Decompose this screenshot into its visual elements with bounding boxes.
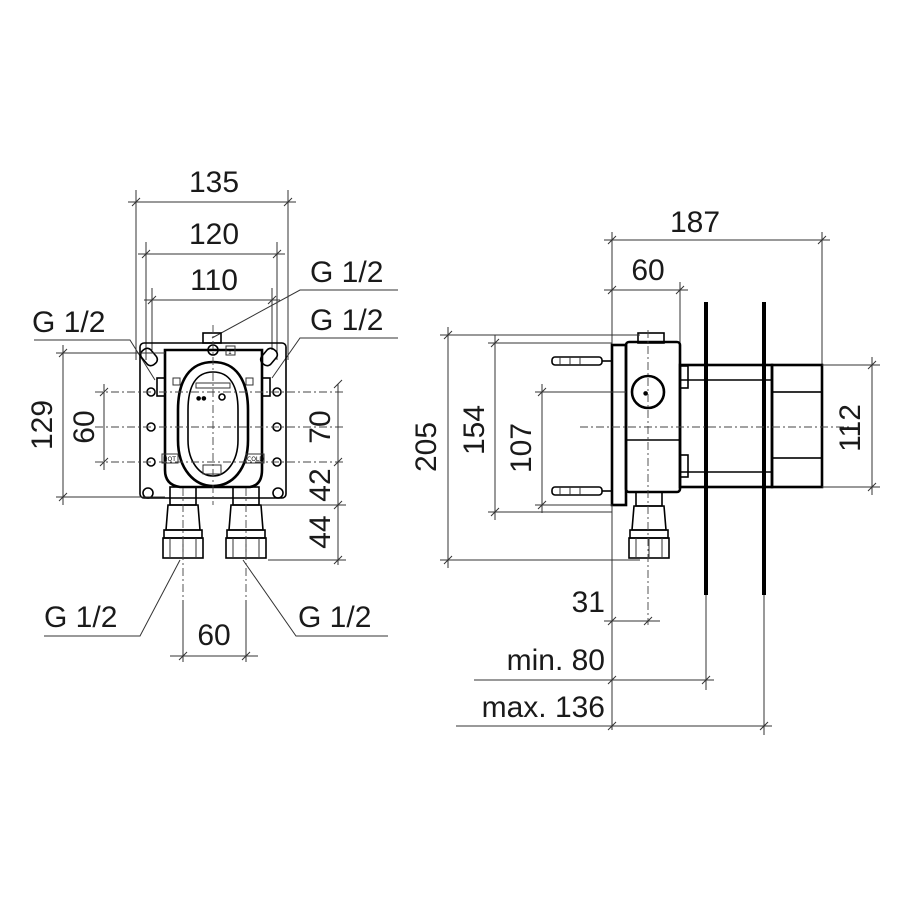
front-height-right-inner-label: 70 (304, 410, 337, 443)
thread-top-right-label: G 1/2 (310, 256, 383, 289)
side-valve-body (624, 340, 682, 494)
cover-plate (770, 363, 824, 489)
extension-sleeve (678, 363, 774, 489)
front-height-left-inner-label: 60 (68, 410, 101, 443)
side-height-total-label: 205 (410, 422, 443, 472)
side-wall-max-label: max. 136 (482, 691, 605, 724)
side-port-circle (630, 374, 666, 410)
side-depth-body-label: 60 (631, 254, 664, 287)
left-port (156, 377, 166, 397)
side-depth-dimensions (604, 232, 830, 365)
front-right-height-dimensions (262, 379, 346, 565)
side-view: 187 60 ● (410, 206, 880, 735)
side-height-body-label: 107 (505, 423, 538, 473)
side-height-cover-label: 112 (834, 404, 867, 452)
side-height-dimensions (440, 327, 640, 568)
front-lower-leaders (44, 559, 388, 637)
side-bottom-dimensions (456, 505, 772, 735)
front-height-total-label: 129 (26, 400, 59, 450)
outlet-spacing-label: 60 (197, 619, 230, 652)
cold-label: COLD (247, 456, 264, 463)
side-offset-outlet-label: 31 (572, 586, 605, 619)
front-width-mid-label: 120 (189, 218, 239, 251)
side-wall-min-label: min. 80 (507, 644, 605, 677)
front-view: 135 120 110 G 1/2 G 1/2 G 1/2 (26, 166, 398, 662)
cover-height-dimension (822, 357, 880, 495)
outlet-spacing-dimension (170, 600, 258, 662)
svg-text:●: ● (643, 390, 648, 397)
thread-left-label: G 1/2 (32, 306, 105, 339)
hot-label: HOT (163, 456, 176, 463)
front-upper-leaders (34, 289, 398, 381)
front-width-dimensions (128, 190, 296, 360)
thread-bottom-right-label: G 1/2 (298, 601, 371, 634)
side-mounting-plate (610, 343, 628, 507)
side-depth-total-label: 187 (670, 206, 720, 239)
thread-bottom-left-label: G 1/2 (44, 601, 117, 634)
top-port (202, 332, 222, 344)
front-height-lower-2-label: 44 (304, 515, 337, 548)
front-width-inner-label: 110 (190, 264, 238, 297)
side-outlet-fitting (628, 491, 670, 559)
front-center-lines (95, 325, 345, 600)
front-left-height-dimensions (56, 345, 165, 505)
front-width-outer-label: 135 (189, 166, 239, 199)
anchor-bolts (551, 356, 612, 496)
svg-text:●●: ●● (196, 395, 206, 402)
thread-right-label: G 1/2 (310, 304, 383, 337)
side-height-mount-label: 154 (458, 405, 491, 455)
front-height-lower-1-label: 42 (304, 468, 337, 501)
right-port (261, 377, 271, 397)
marker-label: 1 (228, 349, 232, 356)
